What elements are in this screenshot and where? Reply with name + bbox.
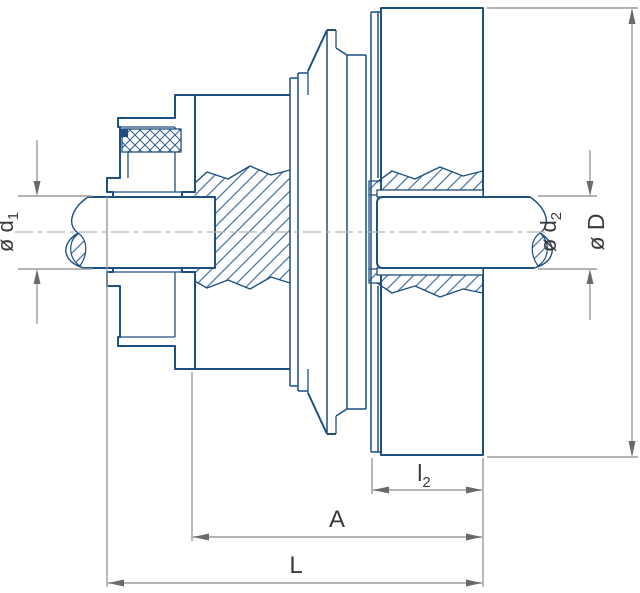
d1-label: ø d <box>0 220 18 252</box>
dimension-d1: ø d1 <box>0 140 93 324</box>
clamp-element-crosshatch <box>121 128 182 153</box>
svg-text:ø d1: ø d1 <box>0 212 22 252</box>
l2-subscript: 2 <box>422 474 430 491</box>
A-label: A <box>329 506 345 533</box>
l2-label: l <box>417 460 422 486</box>
dimension-d2: ø d2 <box>536 150 597 320</box>
clamp-ring-top <box>106 94 196 198</box>
d2-label: ø d <box>536 220 561 252</box>
d1-subscript: 1 <box>5 212 22 220</box>
D-label: ø D <box>583 213 609 250</box>
clamp-ring-bottom <box>106 266 196 370</box>
dimension-l2: l2 <box>371 458 484 587</box>
flange-bore-section-hatch <box>369 166 484 298</box>
dimension-L: L <box>106 197 482 587</box>
dimension-A: A <box>191 372 482 541</box>
right-shaft-break-lens <box>531 232 548 267</box>
dimension-D: ø D <box>487 7 638 458</box>
d2-subscript: 2 <box>548 212 565 220</box>
svg-text:l2: l2 <box>417 460 430 491</box>
svg-text:ø d2: ø d2 <box>536 212 565 252</box>
L-label: L <box>289 552 302 579</box>
left-shaft-break-lens <box>70 232 87 267</box>
